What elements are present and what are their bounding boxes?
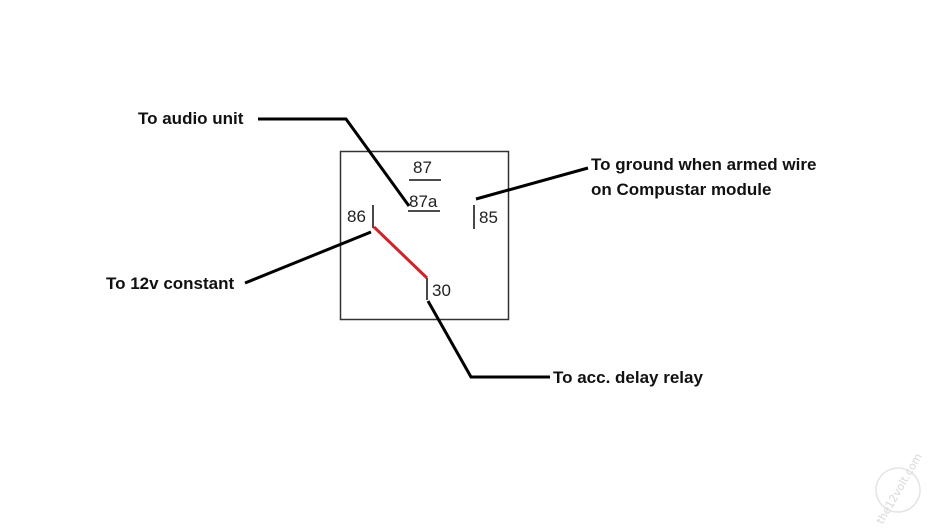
label-ground-line1: To ground when armed wire <box>591 155 816 174</box>
wire-audio-unit <box>258 117 411 207</box>
label-audio-unit: To audio unit <box>138 109 244 128</box>
pin-86-label: 86 <box>347 207 366 226</box>
watermark-text: the12volt.com <box>874 451 925 526</box>
watermark: the12volt.com <box>874 451 925 526</box>
pin-85-label: 85 <box>479 208 498 227</box>
wire-acc-delay <box>426 300 550 379</box>
pin-30-label: 30 <box>432 281 451 300</box>
label-12v-constant: To 12v constant <box>106 274 234 293</box>
pin-87-label: 87 <box>413 158 432 177</box>
pin-87a-label: 87a <box>409 192 438 211</box>
red-link-wire <box>372 225 429 280</box>
label-ground-line2: on Compustar module <box>591 180 771 199</box>
relay-body <box>339 150 510 321</box>
label-acc-delay: To acc. delay relay <box>553 368 703 387</box>
wire-ground <box>475 166 589 201</box>
wire-12v-constant <box>244 230 372 285</box>
